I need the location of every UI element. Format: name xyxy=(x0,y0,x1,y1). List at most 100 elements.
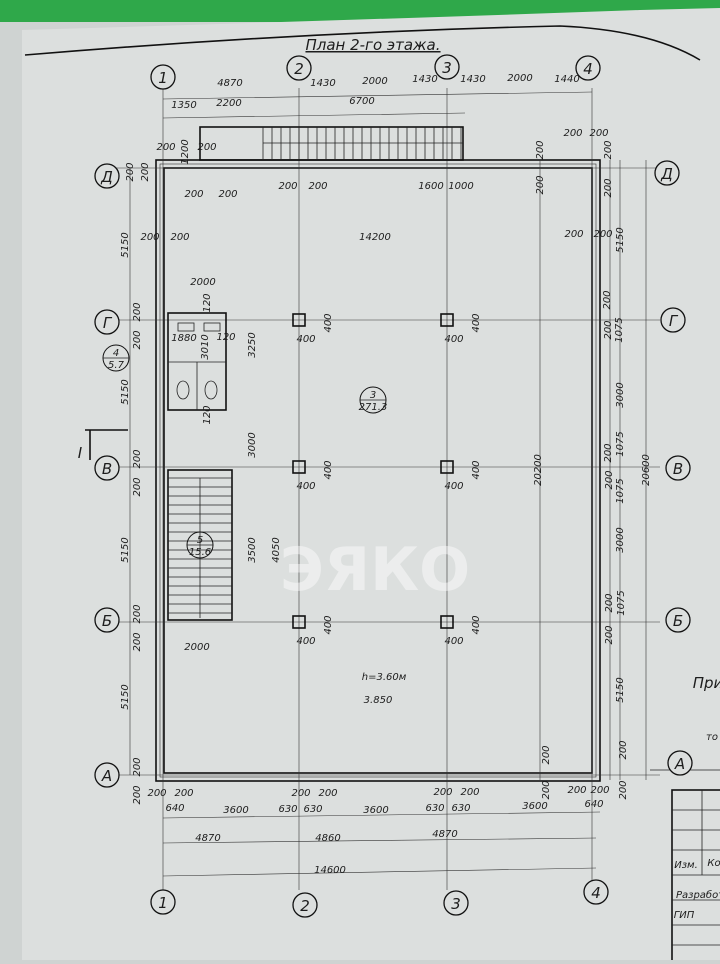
axis-bubble-top-3-label: 3 xyxy=(442,59,452,77)
axis-bubble-left-1-label: Г xyxy=(103,314,113,332)
dimension-top-row2: 2200 xyxy=(216,98,241,109)
dimension-right-side: 3000 xyxy=(615,382,626,407)
axis-bubble-bottom-1-label: 1 xyxy=(158,894,168,912)
dimension-bottom-row1: 3600 xyxy=(363,805,388,816)
dimension-d-axis: 200 xyxy=(184,189,203,200)
dimension-span: 200 xyxy=(170,232,189,243)
axis-bubble-left-4-label: А xyxy=(101,767,112,785)
dimension-right-side: 200 xyxy=(603,320,614,339)
dimension-right-side: 1075 xyxy=(615,478,626,503)
axis-bubble-top-2-label: 2 xyxy=(294,60,304,78)
axis-bubble-top-3 xyxy=(434,54,460,80)
axis-bubble-right-4 xyxy=(667,750,693,776)
axis-bubble-left-3-label: Б xyxy=(102,612,112,630)
column xyxy=(440,313,454,327)
dimension-d-axis: 200 xyxy=(140,162,151,181)
dimension-stair: 3500 xyxy=(247,537,258,562)
dimension-bottom-walls: 200 xyxy=(567,785,586,796)
dimension-top-misc: 1200 xyxy=(180,139,191,164)
dimension-right-5150: 5150 xyxy=(615,227,626,252)
dimension-bottom-row1: 630 xyxy=(303,804,322,815)
dimension-bottom-row1: 3600 xyxy=(522,801,547,812)
dimension-left-5150: 5150 xyxy=(120,379,131,404)
axis-bubble-right-0-label: Д xyxy=(660,165,673,183)
drawing-lines xyxy=(85,54,720,964)
dimension-wall: 200 xyxy=(132,302,143,321)
dimension-top-row2: 1350 xyxy=(171,100,196,111)
dimension-top-misc: 200 xyxy=(563,128,582,139)
dimension-overall-vertical: 20600 xyxy=(641,454,652,486)
dimension-top-misc: 200 xyxy=(535,175,546,194)
dimension-toilet: 120 xyxy=(202,293,213,312)
axis-bubble-left-0 xyxy=(94,163,120,189)
note-heading: При xyxy=(693,674,720,692)
axis-bubble-right-3 xyxy=(665,607,691,633)
dimension-toilet: 3010 xyxy=(200,334,211,359)
dimension-right-side: 1075 xyxy=(615,431,626,456)
dimension-bottom-row2: 4870 xyxy=(432,829,457,840)
dimension-toilet: 120 xyxy=(202,405,213,424)
axis-bubble-top-1-label: 1 xyxy=(158,69,168,87)
dimension-line xyxy=(162,867,597,877)
axis-bubble-right-3-label: Б xyxy=(673,612,683,630)
axis-bubble-bottom-3-label: 3 xyxy=(451,895,461,913)
dimension-d-axis: 200 xyxy=(218,189,237,200)
dimension-wall: 200 xyxy=(541,780,552,799)
dimension-toilet: 120 xyxy=(216,332,235,343)
dimension-left-5150: 5150 xyxy=(120,537,131,562)
dimension-bottom-walls: 200 xyxy=(318,788,337,799)
dimension-bottom-walls: 200 xyxy=(291,788,310,799)
dimension-bottom-row1: 630 xyxy=(278,804,297,815)
column-size-label: 400 xyxy=(444,636,463,647)
axis-bubble-left-4 xyxy=(94,762,120,788)
dimension-bottom-walls: 200 xyxy=(147,788,166,799)
dimension-bottom-walls: 200 xyxy=(174,788,193,799)
dimension-d-axis: 200 xyxy=(278,181,297,192)
dimension-wall: 200 xyxy=(132,785,143,804)
paper xyxy=(22,8,720,960)
axis-bubble-top-4 xyxy=(575,55,601,81)
dimension-top-row1: 1440 xyxy=(554,74,579,85)
watermark: ЭЯКО xyxy=(280,535,470,605)
dimension-right-side: 200 xyxy=(604,593,615,612)
dimension-top-row1: 1430 xyxy=(310,78,335,89)
axis-bubble-top-1 xyxy=(150,64,176,90)
axis-bubble-bottom-3 xyxy=(443,890,469,916)
interior-staircase xyxy=(167,469,233,621)
dimension-span: 200 xyxy=(593,229,612,240)
room-area: 15.6 xyxy=(189,547,211,558)
title-block-developer: Разработ xyxy=(676,889,720,901)
ceiling-height: h=3.60м xyxy=(362,672,407,683)
sink-icon xyxy=(177,322,195,332)
dimension-wall: 200 xyxy=(132,477,143,496)
column-size-label: 400 xyxy=(296,481,315,492)
dimension-top-misc: 200 xyxy=(603,140,614,159)
dimension-wall: 200 xyxy=(132,604,143,623)
axis-bubble-top-4-label: 4 xyxy=(583,60,593,78)
column-size-label: 400 xyxy=(323,615,334,634)
axis-bubble-right-0 xyxy=(654,160,680,186)
dimension-top-misc: 200 xyxy=(603,178,614,197)
dimension-bottom-walls: 200 xyxy=(541,745,552,764)
dimension-bottom-row1: 640 xyxy=(165,803,184,814)
dimension-right-side: 200 xyxy=(603,443,614,462)
toilet-icon xyxy=(204,380,218,400)
dimension-left-5150: 5150 xyxy=(120,684,131,709)
dimension-right-side: 200 xyxy=(602,290,613,309)
axis-bubble-right-2-label: В xyxy=(673,460,683,478)
axis-bubble-right-2 xyxy=(665,455,691,481)
dimension-total: 14600 xyxy=(314,865,346,876)
dimension-top-misc: 200 xyxy=(535,140,546,159)
dimension-wall: 200 xyxy=(132,757,143,776)
room-number: 3 xyxy=(370,390,376,401)
dimension-top-misc: 200 xyxy=(156,142,175,153)
dimension-overall-vertical: 20200 xyxy=(533,454,544,486)
dimension-line xyxy=(162,837,597,844)
column-size-label: 400 xyxy=(296,334,315,345)
dimension-toilet: 1880 xyxy=(171,333,196,344)
dimension-bottom-row1: 630 xyxy=(425,803,444,814)
axis-bubble-bottom-4 xyxy=(583,879,609,905)
dimension-top-row2: 6700 xyxy=(349,96,374,107)
